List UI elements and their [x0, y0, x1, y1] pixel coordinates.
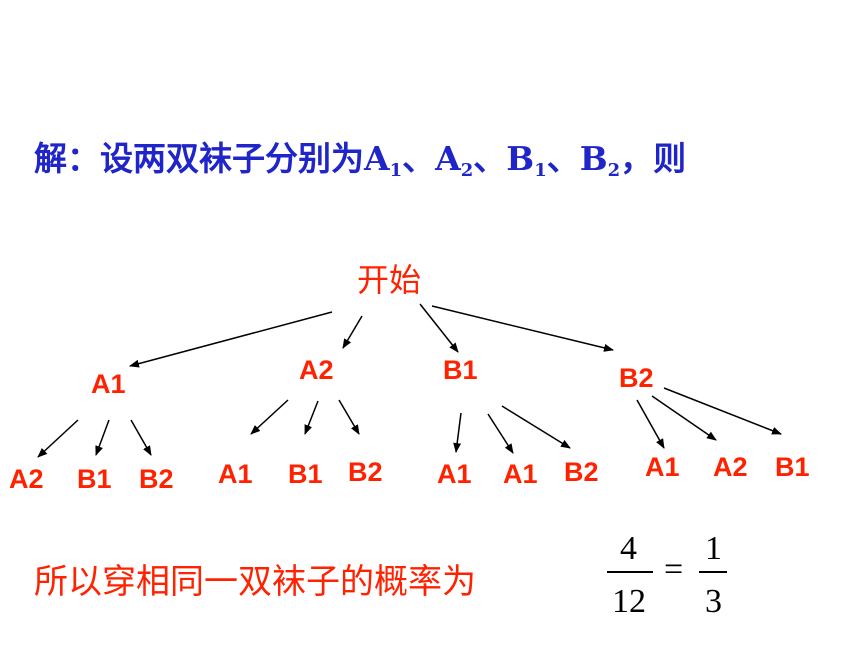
separator: 、: [402, 139, 436, 178]
sock-label: B2: [579, 139, 621, 181]
tree-node-level2: B1: [288, 459, 323, 489]
fraction2-bar: [699, 571, 727, 573]
tree-node-level2: B2: [348, 457, 383, 487]
tree-arrow: [304, 400, 319, 435]
tree-arrow: [129, 311, 333, 368]
tree-node-level2: B2: [139, 464, 174, 494]
tree-arrow: [37, 419, 79, 458]
tree-arrow: [487, 413, 514, 454]
fraction1-bar: [607, 571, 653, 573]
tree-node-level1-a1: A1: [91, 369, 126, 399]
fraction2-numerator: 1: [705, 530, 722, 567]
tree-node-level2: B2: [564, 457, 599, 487]
equals-sign: =: [664, 551, 684, 588]
sock-label: B1: [506, 139, 547, 181]
tree-node-level2: A2: [9, 464, 44, 494]
solution-suffix: 则: [653, 139, 687, 178]
tree-arrow: [250, 399, 289, 435]
separator: 、: [546, 139, 580, 178]
tree-node-level2: B1: [775, 452, 810, 482]
tree-node-level2: B1: [77, 464, 112, 494]
tree-arrow: [651, 395, 717, 441]
fraction2-denominator: 3: [705, 583, 722, 620]
tree-arrow: [663, 387, 782, 435]
tree-arrow: [636, 399, 665, 449]
conclusion-text: 所以穿相同一双袜子的概率为: [34, 562, 476, 602]
fraction1-denominator: 12: [612, 583, 646, 620]
tree-node-level2: A1: [645, 452, 680, 482]
tree-arrow: [431, 305, 614, 352]
tree-node-level2: A1: [218, 459, 253, 489]
tree-arrow: [419, 303, 459, 353]
sock-label: A1: [364, 139, 403, 181]
tree-node-level1-b1: B1: [443, 355, 478, 385]
tree-arrow: [342, 315, 363, 349]
tree-root-node: 开始: [357, 261, 422, 299]
tree-arrow: [95, 419, 110, 456]
tree-node-level1-a2: A2: [299, 355, 334, 385]
tree-arrow: [501, 405, 571, 449]
tree-arrow: [338, 399, 360, 435]
tree-node-level1-b2: B2: [619, 363, 654, 393]
tree-node-level2: A2: [713, 452, 748, 482]
tree-node-level2: A1: [437, 459, 472, 489]
sock-label: A2: [435, 139, 474, 181]
tree-arrow: [130, 419, 152, 456]
fraction1-numerator: 4: [620, 530, 637, 567]
separator: ，: [620, 139, 654, 178]
tree-node-level2: A1: [503, 459, 538, 489]
separator: 、: [473, 139, 507, 178]
tree-arrow: [453, 412, 462, 453]
solution-prefix: 解：设两双袜子分别为: [34, 139, 364, 178]
solution-statement: 解：设两双袜子分别为A1、A2、B1、B2，则: [34, 142, 686, 180]
